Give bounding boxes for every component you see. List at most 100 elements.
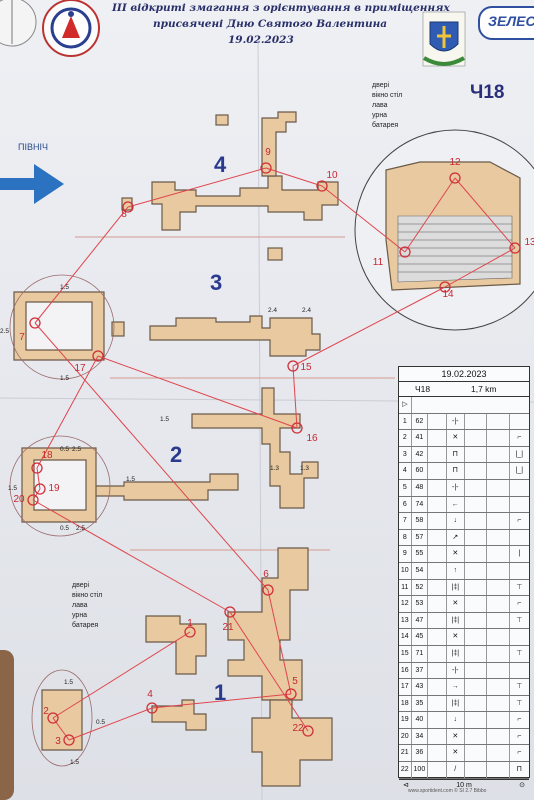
header-line-2: присвячені Дню Святого Валентина [153, 18, 388, 30]
description-ex [510, 663, 529, 679]
description-sym: |‡| [447, 645, 465, 662]
description-code: 42 [412, 446, 429, 463]
control-circle [92, 350, 104, 362]
control-circle [29, 317, 41, 329]
measure-label: 1.5 [126, 476, 135, 483]
description-ex: ⊤ [516, 699, 523, 707]
measure-label: 2.5 [76, 525, 85, 532]
description-cell [465, 645, 488, 662]
description-code: 34 [412, 728, 429, 745]
control-circle [224, 606, 236, 618]
description-code: 52 [412, 579, 429, 596]
description-cell [465, 513, 488, 529]
description-ex [510, 497, 529, 513]
legend-bin: урна [372, 112, 388, 119]
course-leg [151, 693, 292, 709]
description-code: 40 [412, 712, 429, 728]
description-cell [428, 695, 447, 712]
description-cell [465, 430, 488, 446]
description-ex: ⊤ [516, 583, 523, 591]
sponsor-text: ЗЕЛЕС [488, 13, 534, 29]
control-number: 17 [74, 363, 86, 374]
description-cell [428, 413, 447, 430]
description-cell [487, 529, 510, 546]
measurement-labels: 1.5 1.5 2.5 0.5 2.5 1.5 0.5 2.5 1.5 0.5 … [0, 284, 311, 766]
description-cell [428, 546, 447, 562]
control-circle [27, 494, 39, 506]
description-cell [428, 496, 447, 513]
control-circle [285, 688, 297, 700]
legend-bench: лава [372, 102, 388, 109]
measure-label: 1.5 [60, 284, 69, 291]
floor-number-1: 1 [214, 680, 226, 705]
measure-label: 0.5 [60, 446, 69, 453]
description-cell [428, 762, 447, 778]
description-cell [428, 446, 447, 463]
description-cell [487, 695, 510, 712]
description-cell [428, 463, 447, 479]
description-n: 2 [399, 430, 412, 446]
measure-label: 1.5 [70, 759, 79, 766]
hand-holding-map [0, 650, 14, 800]
control-number: 6 [263, 569, 269, 580]
description-cell [428, 679, 447, 695]
course-lines [32, 167, 516, 741]
description-start-row: ▷ [399, 397, 529, 414]
description-cell [465, 529, 488, 546]
description-n: 9 [399, 546, 412, 562]
floor-number-4: 4 [214, 152, 227, 177]
description-ex [510, 563, 529, 579]
description-code: 100 [412, 762, 429, 778]
course-leg [32, 499, 231, 613]
description-cell [487, 579, 510, 596]
description-n: 20 [399, 728, 412, 745]
description-sym: -|- [447, 662, 465, 679]
description-code: 55 [412, 546, 429, 562]
description-ex: ⌐ [517, 517, 522, 525]
description-code: 58 [412, 513, 429, 529]
measure-label: 1.5 [8, 485, 17, 492]
description-cell [487, 513, 510, 529]
measure-label: 2.4 [268, 307, 277, 314]
control-circle [439, 281, 451, 293]
description-cell [465, 662, 488, 679]
description-n: 22 [399, 762, 412, 778]
description-cell [428, 479, 447, 496]
description-cell [428, 612, 447, 629]
description-cell [487, 629, 510, 645]
description-n: 8 [399, 529, 412, 546]
description-sym: |‡| [447, 695, 465, 712]
measure-label: 2.5 [0, 328, 9, 335]
description-ex: ⌐ [517, 434, 522, 442]
legend-radiator: батарея [372, 122, 399, 129]
measure-label: 0.5 [60, 525, 69, 532]
control-number: 3 [55, 736, 61, 747]
description-cell [465, 479, 488, 496]
description-cell [487, 712, 510, 728]
floor-number-2: 2 [170, 442, 182, 467]
control-circle [449, 172, 461, 184]
description-cell [428, 645, 447, 662]
course-leg [52, 631, 191, 719]
description-sym: ✕ [447, 728, 465, 745]
legend-window-table: вікно стіл [372, 92, 403, 99]
measure-label: 1.3 [300, 465, 309, 472]
control-circle [184, 626, 196, 638]
description-n: 21 [399, 745, 412, 762]
description-n: 3 [399, 446, 412, 463]
course-leg [321, 185, 406, 253]
measure-label: 1.5 [160, 416, 169, 423]
description-cell [465, 446, 488, 463]
description-cell [487, 596, 510, 612]
description-sym: -|- [447, 479, 465, 496]
description-code: 47 [412, 612, 429, 629]
